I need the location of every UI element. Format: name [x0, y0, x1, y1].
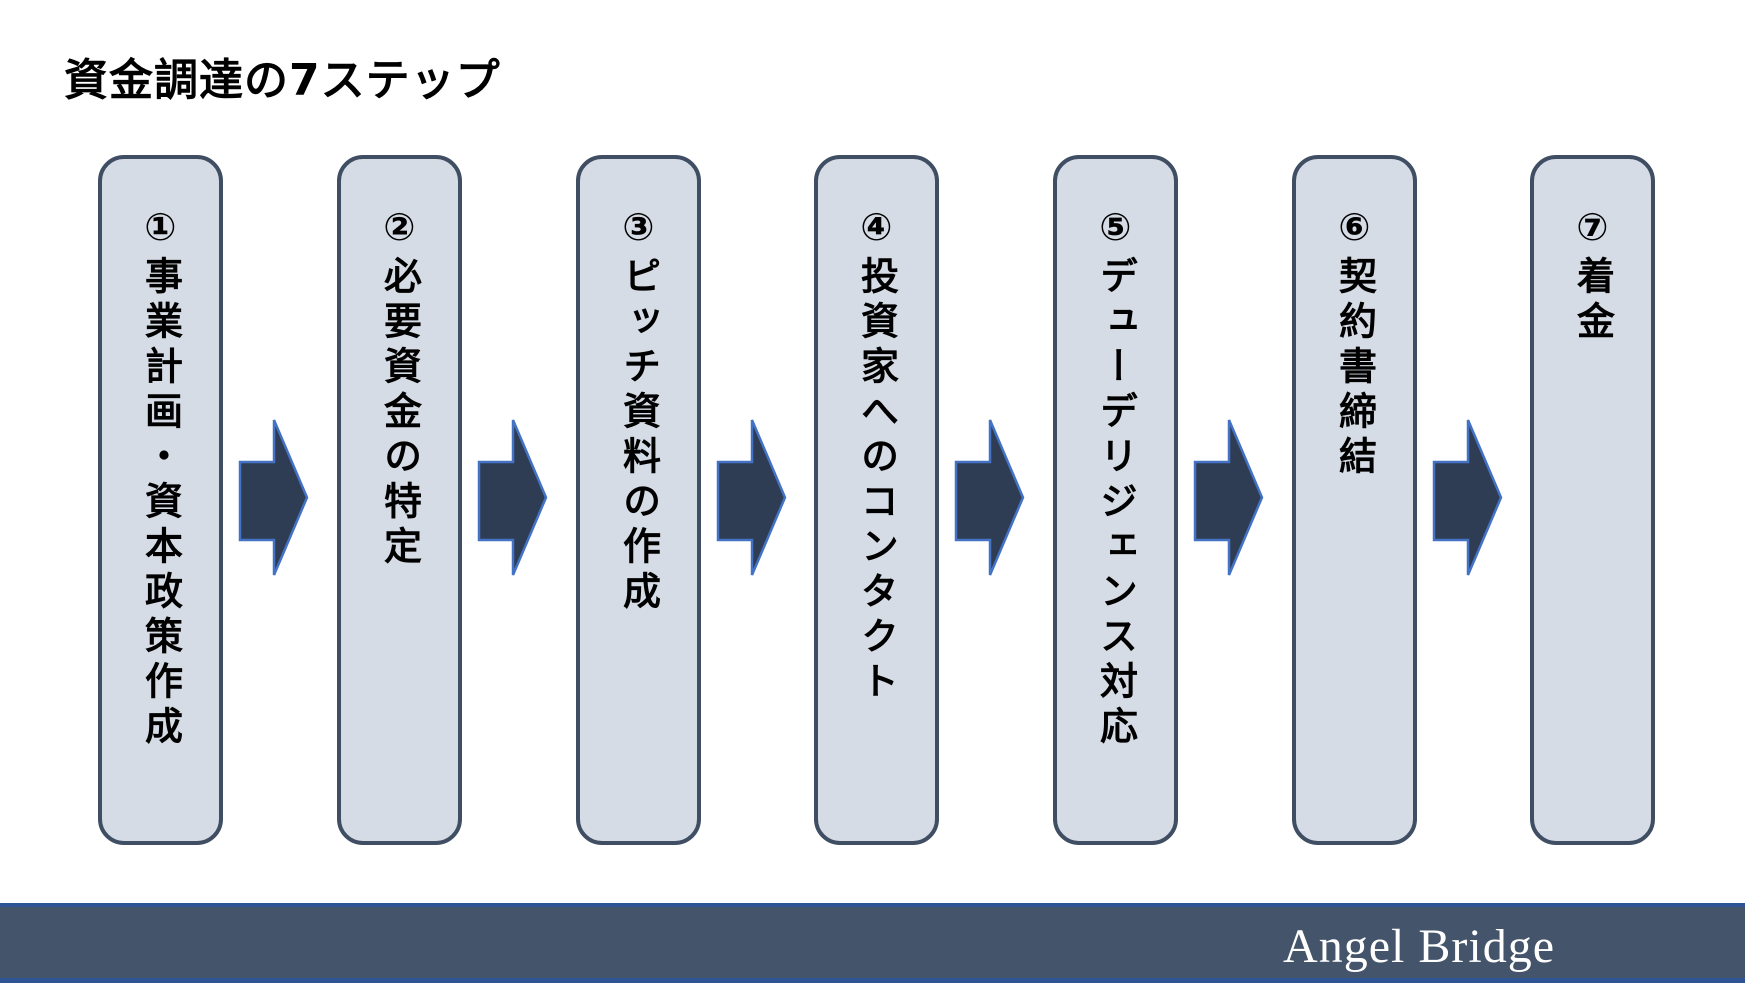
step-5-number: ⑤ — [1093, 205, 1138, 256]
step-1-label: 事業計画・資本政策作成 — [138, 256, 183, 751]
step-7-text: ⑦着金 — [1570, 205, 1615, 841]
step-4-text: ④投資家へのコンタクト — [854, 205, 899, 841]
page-title: 資金調達の7ステップ — [64, 55, 501, 106]
step-6-text: ⑥契約書締結 — [1332, 205, 1377, 841]
step-box-3: ③ピッチ資料の作成 — [576, 155, 701, 845]
step-3-label: ピッチ資料の作成 — [616, 256, 661, 616]
step-4-label: 投資家へのコンタクト — [854, 256, 899, 706]
brand-logo-text: Angel Bridge — [1283, 920, 1555, 973]
step-6-label: 契約書締結 — [1332, 256, 1377, 481]
block-arrow-right-icon — [238, 419, 309, 576]
step-box-6: ⑥契約書締結 — [1292, 155, 1417, 845]
block-arrow-right-icon — [1193, 419, 1264, 576]
step-box-4: ④投資家へのコンタクト — [814, 155, 939, 845]
step-7-number: ⑦ — [1570, 205, 1615, 256]
step-7-label: 着金 — [1570, 256, 1615, 346]
step-4-number: ④ — [854, 205, 899, 256]
footer-bar: Angel Bridge — [0, 903, 1745, 983]
step-1-number: ① — [138, 205, 183, 256]
block-arrow-right-icon — [716, 419, 787, 576]
block-arrow-right-icon — [1432, 419, 1503, 576]
block-arrow-right-icon — [477, 419, 548, 576]
step-6-number: ⑥ — [1332, 205, 1377, 256]
step-3-text: ③ピッチ資料の作成 — [616, 205, 661, 841]
step-box-7: ⑦着金 — [1530, 155, 1655, 845]
step-3-number: ③ — [616, 205, 661, 256]
step-1-text: ①事業計画・資本政策作成 — [138, 205, 183, 841]
step-5-label: デューデリジェンス対応 — [1093, 256, 1138, 751]
step-2-number: ② — [377, 205, 422, 256]
step-5-text: ⑤デューデリジェンス対応 — [1093, 205, 1138, 841]
step-box-5: ⑤デューデリジェンス対応 — [1053, 155, 1178, 845]
block-arrow-right-icon — [954, 419, 1025, 576]
step-box-2: ②必要資金の特定 — [337, 155, 462, 845]
step-2-label: 必要資金の特定 — [377, 256, 422, 571]
step-box-1: ①事業計画・資本政策作成 — [98, 155, 223, 845]
step-2-text: ②必要資金の特定 — [377, 205, 422, 841]
